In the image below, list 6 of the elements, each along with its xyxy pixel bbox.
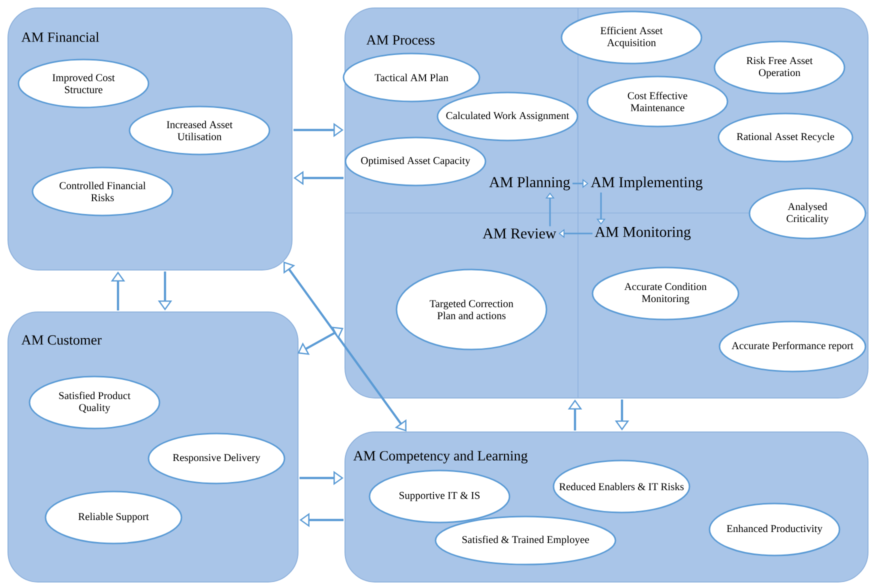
block-arrow [284,262,406,432]
stage-label: AM Implementing [590,176,702,190]
block-arrow [298,326,344,355]
stage-label: AM Planning [489,176,570,190]
stage-label: AM Review [482,228,556,239]
stage-label: AM Monitoring [594,226,691,240]
